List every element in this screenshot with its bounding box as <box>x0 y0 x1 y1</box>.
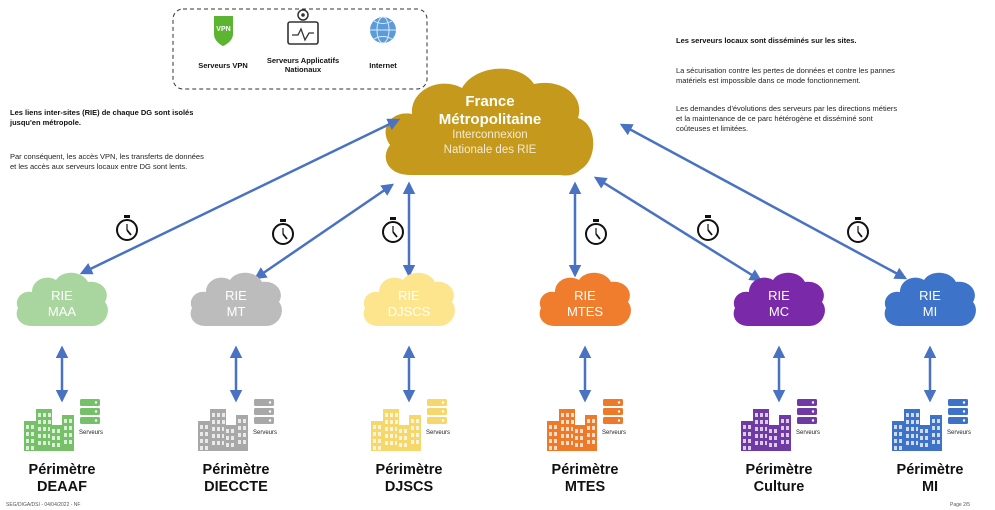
server-stack-icon <box>797 399 817 424</box>
app-servers-label: Serveurs Applicatifs Nationaux <box>258 56 348 74</box>
perimetre-word: Périmètre <box>745 462 813 478</box>
arrow-mi-central <box>619 123 908 280</box>
arrow-maa-central <box>79 118 401 275</box>
server-stack-icon <box>254 399 274 424</box>
site-buildings-mt <box>198 409 248 451</box>
footer-right: Page 2/5 <box>950 502 971 508</box>
stopwatch-icon <box>272 219 294 245</box>
footer-left: SEG/DIGA/DSI - 04/04/2022 - NF <box>6 502 81 508</box>
right-note-line3: matériels est impossible dans ce mode fo… <box>676 76 861 85</box>
server-label: Serveurs <box>947 430 972 436</box>
left-note-body: Par conséquent, les accès VPN, les trans… <box>10 152 300 172</box>
arrow-mt-central <box>253 183 395 280</box>
right-note-line6: coûteuses et limitées. <box>676 124 749 133</box>
perimetre-word: Périmètre <box>896 462 964 478</box>
server-label: Serveurs <box>602 430 627 436</box>
right-note-heading: Les serveurs locaux sont disséminés sur … <box>676 36 857 45</box>
server-stack-icon <box>603 399 623 424</box>
site-buildings-djscs <box>371 409 421 451</box>
server-label: Serveurs <box>253 430 278 436</box>
site-buildings-mtes <box>547 409 597 451</box>
central-title-line2: Métropolitaine <box>438 111 542 128</box>
central-sub-line2: Nationale des RIE <box>443 144 537 156</box>
perimetre-dg: DIECCTE <box>204 479 268 495</box>
left-note-line2: jusqu'en métropole. <box>10 118 81 127</box>
perimetre-dg: MTES <box>564 479 606 495</box>
arrow-mc-central <box>593 176 763 282</box>
rie-name: MAA <box>47 304 77 319</box>
services-box <box>172 8 428 90</box>
central-cloud <box>385 68 594 176</box>
rie-prefix: RIE <box>398 288 420 303</box>
vpn-shield-icon: VPN <box>214 16 233 46</box>
server-label: Serveurs <box>426 430 451 436</box>
rie-prefix: RIE <box>574 288 596 303</box>
rie-name: MTES <box>566 304 604 319</box>
rie-name: MT <box>226 304 246 319</box>
site-buildings-mc <box>741 409 791 451</box>
rie-prefix: RIE <box>225 288 247 303</box>
server-label: Serveurs <box>796 430 821 436</box>
right-note-line5: et la maintenance de ce parc hétérogène … <box>676 114 873 123</box>
svg-text:VPN: VPN <box>216 26 230 33</box>
app-servers-line2: Nationaux <box>284 65 322 74</box>
stopwatch-icon <box>847 217 869 243</box>
vpn-servers-label: Serveurs VPN <box>198 61 248 70</box>
rie-name: DJSCS <box>387 304 431 319</box>
stopwatch-icon <box>697 215 719 241</box>
central-subtitle: Interconnexion Nationale des RIE <box>420 128 560 158</box>
left-note-line1: Les liens inter-sites (RIE) de chaque DG… <box>10 108 194 117</box>
perimetre-word: Périmètre <box>375 462 443 478</box>
server-stack-icon <box>948 399 968 424</box>
central-title-line1: France <box>465 93 515 110</box>
stopwatch-icon <box>116 215 138 241</box>
perimetre-word: Périmètre <box>202 462 270 478</box>
internet-label: Internet <box>369 61 397 70</box>
rie-prefix: RIE <box>919 288 941 303</box>
perimetre-dg: Culture <box>753 479 805 495</box>
left-note-heading: Les liens inter-sites (RIE) de chaque DG… <box>10 108 290 128</box>
perimetre-word: Périmètre <box>28 462 96 478</box>
central-sub-line1: Interconnexion <box>452 129 528 141</box>
monitor-gear-icon <box>287 9 319 45</box>
server-label: Serveurs <box>79 430 104 436</box>
perimetre-word: Périmètre <box>551 462 619 478</box>
app-servers-line1: Serveurs Applicatifs <box>266 56 340 65</box>
right-note-line4: Les demandes d'évolutions des serveurs p… <box>676 104 898 113</box>
right-note-line2: La sécurisation contre les pertes de don… <box>676 66 895 75</box>
rie-prefix: RIE <box>51 288 73 303</box>
left-note-line3: Par conséquent, les accès VPN, les trans… <box>10 152 204 161</box>
rie-name: MI <box>922 304 938 319</box>
central-title: France Métropolitaine <box>420 93 560 129</box>
globe-icon <box>370 16 396 44</box>
server-stack-icon <box>427 399 447 424</box>
rie-prefix: RIE <box>768 288 790 303</box>
perimetre-dg: DJSCS <box>384 479 434 495</box>
rie-name: MC <box>768 304 790 319</box>
right-note-body2: Les demandes d'évolutions des serveurs p… <box>676 104 976 134</box>
right-note-body1: La sécurisation contre les pertes de don… <box>676 66 976 86</box>
perimetre-dg: MI <box>921 479 939 495</box>
site-buildings-maa <box>24 409 74 451</box>
stopwatch-icon <box>585 219 607 245</box>
perimetre-dg: DEAAF <box>37 479 87 495</box>
server-stack-icon <box>80 399 100 424</box>
left-note-line4: et les accès aux serveurs locaux entre D… <box>10 162 188 171</box>
stopwatch-icon <box>382 217 404 243</box>
site-buildings-mi <box>892 409 942 451</box>
